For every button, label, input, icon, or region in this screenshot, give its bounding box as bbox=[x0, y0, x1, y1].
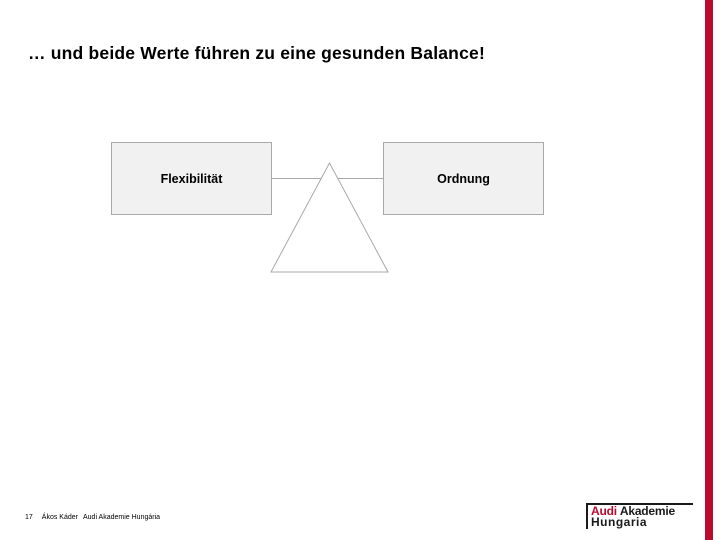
logo-line2-hungaria: Hungaria bbox=[591, 515, 648, 529]
footer-organization: Audi Akademie Hungária bbox=[82, 514, 161, 521]
order-box: Ordnung bbox=[383, 142, 544, 215]
flexibility-box: Flexibilität bbox=[111, 142, 272, 215]
slide-title: … und beide Werte führen zu eine gesunde… bbox=[28, 43, 485, 63]
balance-fulcrum-triangle-icon bbox=[269, 161, 390, 279]
logo-brand-audi: Audi bbox=[591, 504, 617, 518]
footer-author: Ákos Káder bbox=[41, 514, 78, 521]
page-number: 17 bbox=[25, 514, 33, 521]
logo-brand-akademie: Akademie bbox=[619, 504, 675, 518]
order-box-label: Ordnung bbox=[437, 171, 490, 186]
right-accent-bar bbox=[705, 0, 713, 540]
slide-footer: 17 Ákos Káder Audi Akademie Hungária bbox=[25, 514, 160, 521]
flexibility-box-label: Flexibilität bbox=[160, 171, 223, 186]
